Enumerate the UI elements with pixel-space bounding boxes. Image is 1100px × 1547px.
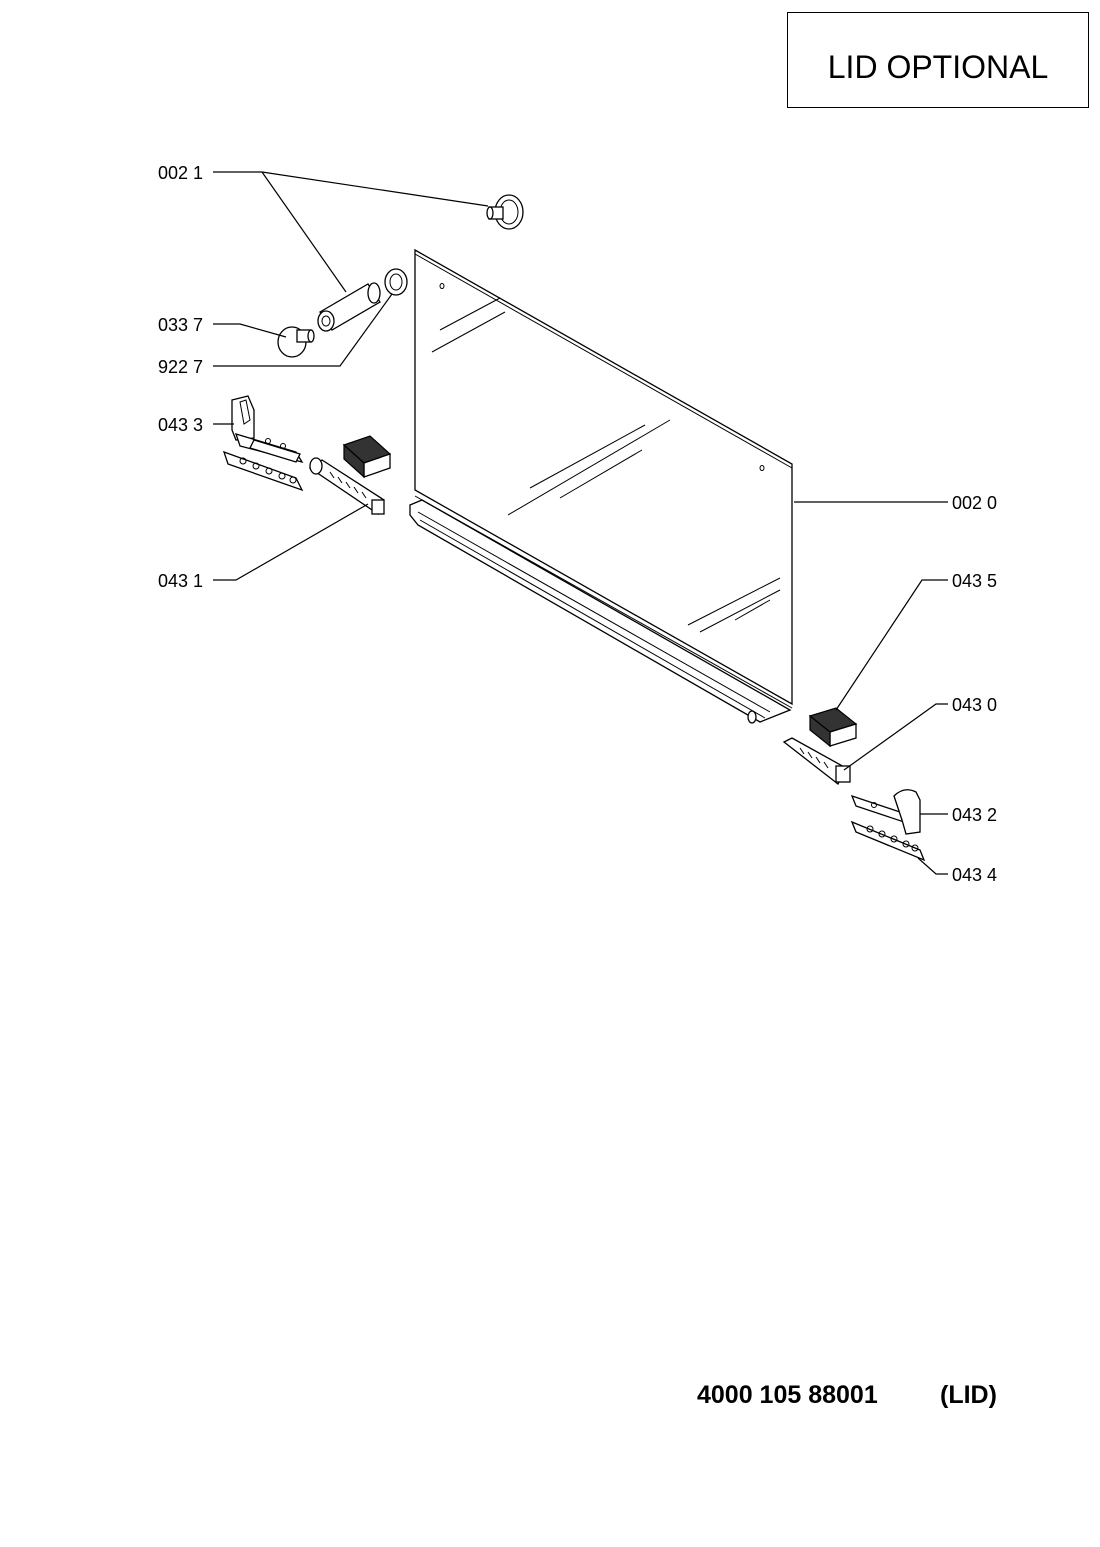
callout-label-043-2: 043 2 [952,805,997,825]
callout-label-043-4: 043 4 [952,865,997,885]
hinge-rail [409,499,792,724]
callout-label-043-3: 043 3 [158,415,203,435]
left-spring-pin [308,457,385,515]
title-box: LID OPTIONAL [787,12,1089,108]
diagram-title: LID OPTIONAL [827,49,1049,85]
callout-label-002-1: 002 1 [158,163,203,183]
callout-label-922-7: 922 7 [158,357,203,377]
right-spring-pin [782,737,851,785]
right-foam-block [808,707,858,748]
callout-label-043-5: 043 5 [952,571,997,591]
part-number-code: 4000 105 88001 [697,1381,878,1409]
callout-label-043-1: 043 1 [158,571,203,591]
glass-lid-panel [414,248,793,709]
lid-tube-part [317,282,381,332]
right-hinge-plate [850,820,926,862]
left-hinge-plate [222,450,304,492]
left-hinge-bracket [231,395,304,464]
callout-label-002-0: 002 0 [952,493,997,513]
washer-part [384,268,408,296]
leader-lines [213,171,948,875]
callout-label-043-0: 043 0 [952,695,997,715]
cap-part [277,326,315,358]
lid-knob-part [486,194,524,230]
right-hinge-bracket [850,789,921,835]
part-number-tag: (LID) [940,1381,997,1409]
left-foam-block [342,435,392,479]
callout-label-033-7: 033 7 [158,315,203,335]
